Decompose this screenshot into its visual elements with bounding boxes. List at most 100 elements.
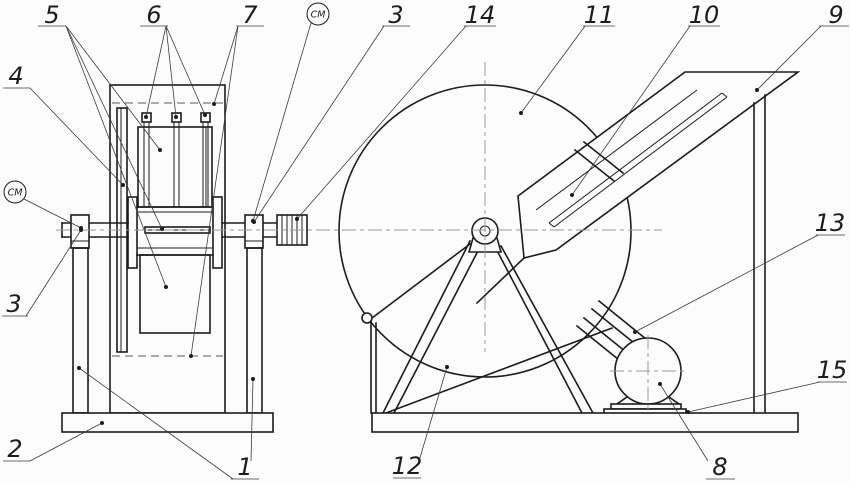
leader-line <box>634 234 819 333</box>
leader-line <box>29 87 124 186</box>
leader-dot <box>164 285 168 289</box>
electric-motor <box>603 337 687 415</box>
callout-number: 10 <box>689 1 720 29</box>
chute-strap-a <box>573 148 616 183</box>
leader-dot <box>658 382 662 386</box>
callout-3: 3 <box>2 228 83 318</box>
lubrication-marker: СМ <box>251 2 330 223</box>
leader-line <box>418 366 448 462</box>
leader-line <box>23 198 82 229</box>
leader-dot <box>633 330 637 334</box>
leader-line <box>65 25 167 288</box>
gusset-diagonal <box>384 326 614 415</box>
leader-line <box>253 25 385 223</box>
callout-13: 13 <box>633 209 845 334</box>
callout-4: 4 <box>3 62 125 187</box>
callout-3: 3 <box>252 1 410 224</box>
marker-circle <box>3 180 27 204</box>
right-base-plate <box>371 412 799 433</box>
chute-inner-wall <box>535 89 698 211</box>
leader-dot <box>686 410 690 414</box>
marker-label: СМ <box>311 10 326 21</box>
leader-line <box>29 422 103 462</box>
right-view <box>338 71 801 433</box>
support-frame <box>361 239 614 415</box>
leader-line <box>65 25 163 230</box>
marker-label: СМ <box>8 188 23 199</box>
cutting-disc <box>338 84 632 378</box>
leader-line <box>25 229 82 317</box>
callout-number: 9 <box>828 1 843 29</box>
leader-line <box>296 25 467 220</box>
flange-right <box>212 196 223 269</box>
frame-radius-line <box>370 242 472 320</box>
lubrication-marker: СМ <box>3 180 83 230</box>
left-view <box>61 84 308 433</box>
callout-number: 6 <box>146 1 161 29</box>
leader-dot <box>203 113 207 117</box>
chute-strut <box>475 256 526 305</box>
callout-number: 2 <box>7 435 22 463</box>
callout-number: 3 <box>6 290 21 318</box>
callout-9: 9 <box>755 1 849 92</box>
leader-line <box>520 25 586 114</box>
callout-number: 15 <box>817 356 848 384</box>
callout-6: 6 <box>140 1 207 119</box>
centerlines <box>56 62 687 412</box>
leader-dot <box>251 377 255 381</box>
stand-leg-right <box>246 247 263 414</box>
callout-11: 11 <box>519 1 615 115</box>
leader-dot <box>251 219 255 223</box>
rod-cap <box>200 112 211 123</box>
leader-line <box>213 25 239 105</box>
motor-bracket <box>575 299 648 366</box>
callout-7: 7 <box>189 1 264 358</box>
chute-slot-cap-low <box>548 222 555 228</box>
lower-chamber <box>139 254 211 334</box>
frame-post <box>753 94 766 414</box>
leader-line <box>65 25 161 151</box>
callout-5: 5 <box>38 1 168 289</box>
leader-dot <box>445 365 449 369</box>
callout-8: 8 <box>658 382 735 481</box>
motor-clamp-right <box>667 395 681 406</box>
chute-slot-edge-b <box>553 96 728 228</box>
callout-number: 7 <box>242 1 258 29</box>
callout-12: 12 <box>392 365 449 480</box>
flange-left <box>127 196 138 269</box>
stand-leg-left <box>72 247 89 414</box>
rotor-drum <box>127 196 223 334</box>
leader-dot <box>160 227 164 231</box>
leader-dot <box>519 111 523 115</box>
leader-dot <box>212 102 216 106</box>
leader-line <box>687 381 821 413</box>
callout-14: 14 <box>295 1 496 221</box>
chute-slot-cap-high <box>721 92 728 98</box>
leader-line <box>78 367 234 480</box>
callout-number: 14 <box>465 1 496 29</box>
leader-line <box>756 25 822 91</box>
callout-number: 4 <box>8 62 23 90</box>
leader-dot <box>755 88 759 92</box>
leader-line <box>252 22 312 222</box>
callout-number: 12 <box>392 452 423 480</box>
rod-cap <box>171 112 182 123</box>
marker-circle <box>306 2 330 26</box>
stand <box>61 247 274 433</box>
leader-dot <box>570 193 574 197</box>
leader-dot <box>144 115 148 119</box>
callout-1: 1 <box>77 366 259 481</box>
a-frame-right-leg-inner <box>490 239 584 415</box>
leader-line <box>165 25 206 116</box>
leader-dot <box>295 217 299 221</box>
chute-slot-edge-a <box>548 92 723 224</box>
callout-number: 11 <box>584 1 615 29</box>
rim-pin <box>361 312 373 324</box>
chute-strap-b <box>582 140 625 175</box>
a-frame-left-leg-inner <box>392 245 482 415</box>
a-frame-left-leg-outer <box>381 239 472 415</box>
motor-clamp-left <box>615 395 629 406</box>
leader-dot <box>158 148 162 152</box>
leader-line <box>165 25 177 118</box>
